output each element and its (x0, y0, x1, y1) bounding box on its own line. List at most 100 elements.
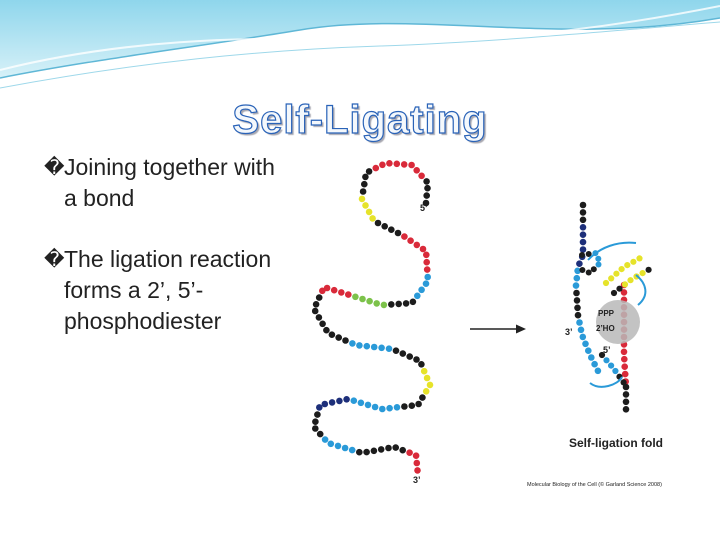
nucleotide-bead (364, 401, 372, 409)
nucleotide-bead (323, 284, 331, 292)
figure-credit: Molecular Biology of the Cell (© Garland… (527, 481, 662, 488)
nucleotide-bead (576, 319, 583, 326)
nucleotide-bead (423, 192, 430, 199)
nucleotide-bead (622, 398, 630, 406)
nucleotide-bead (608, 275, 615, 282)
nucleotide-bead (590, 266, 597, 273)
nucleotide-bead (409, 298, 417, 306)
bullet-item: � Joining together with a bond (44, 152, 294, 214)
nucleotide-bead (419, 245, 427, 253)
nucleotide-bead (401, 403, 408, 410)
nucleotide-bead (363, 342, 371, 350)
nucleotide-bead (419, 394, 426, 401)
nucleotide-bead (381, 223, 388, 230)
nucleotide-bead (394, 229, 402, 237)
label-3prime-right: 3’ (565, 327, 573, 337)
nucleotide-bead (365, 168, 373, 175)
nucleotide-bead (613, 270, 620, 277)
nucleotide-bead (363, 448, 370, 456)
nucleotide-bead (316, 404, 323, 411)
nucleotide-bead (392, 347, 400, 354)
nucleotide-bead (413, 241, 421, 249)
nucleotide-bead (621, 281, 629, 288)
nucleotide-bead (573, 297, 581, 304)
nucleotide-bead (362, 173, 369, 181)
nucleotide-bead (372, 164, 380, 172)
nucleotide-bead (579, 231, 587, 238)
nucleotide-bead (319, 320, 326, 328)
nucleotide-bead (423, 258, 430, 266)
nucleotide-bead (407, 237, 414, 244)
bullet-text: Joining together with a bond (64, 154, 275, 211)
nucleotide-bead (378, 344, 385, 352)
nucleotide-bead (620, 379, 627, 386)
nucleotide-bead (618, 266, 625, 273)
nucleotide-bead (620, 289, 628, 296)
nucleotide-bead (370, 447, 378, 455)
nucleotide-bead (585, 251, 592, 257)
nucleotide-bead (574, 304, 581, 312)
nucleotide-bead (574, 267, 581, 275)
nucleotide-bead (612, 367, 619, 375)
nucleotide-bead (316, 430, 324, 438)
nucleotide-bead (386, 160, 393, 167)
nucleotide-bead (386, 404, 393, 412)
label-5prime-right: 5’ (603, 345, 611, 355)
nucleotide-bead (350, 397, 358, 404)
nucleotide-bead (328, 399, 336, 406)
nucleotide-bead (315, 294, 323, 301)
nucleotide-bead (579, 238, 587, 246)
nucleotide-bead (598, 351, 606, 359)
nucleotide-bead (418, 172, 425, 180)
nucleotide-bead (577, 326, 585, 334)
bullet-text: The ligation reaction forms a 2’, 5’-pho… (64, 246, 272, 334)
nucleotide-bead (414, 467, 421, 474)
nucleotide-bead (624, 262, 631, 269)
header-wave-decoration (0, 0, 720, 89)
ligation-site-highlight (596, 300, 640, 344)
nucleotide-bead (330, 286, 338, 294)
nucleotide-bead (603, 357, 610, 364)
nucleotide-bead (579, 267, 586, 273)
nucleotide-bead (422, 388, 430, 395)
nucleotide-bead (572, 282, 580, 289)
nucleotide-bead (373, 300, 380, 307)
nucleotide-bead (406, 449, 413, 457)
nucleotide-bead (334, 442, 342, 450)
self-ligation-figure: 5’ 3’ 3’ 5’ PPP 2’HO Self-ligation fold … (300, 155, 692, 490)
nucleotide-bead (315, 314, 323, 321)
nucleotide-bead (595, 255, 602, 262)
nucleotide-bead (399, 446, 406, 454)
nucleotide-bead (423, 374, 431, 382)
nucleotide-bead (573, 274, 581, 282)
nucleotide-bead (579, 209, 587, 216)
nucleotide-bead (323, 326, 330, 334)
nucleotide-bead (385, 444, 392, 452)
nucleotide-bead (374, 219, 382, 227)
nucleotide-bead (423, 178, 430, 185)
nucleotide-bead (573, 289, 580, 297)
nucleotide-bead (574, 311, 582, 319)
nucleotide-bead (393, 160, 401, 168)
slide-title: Self-Ligating (232, 97, 488, 142)
nucleotide-bead (321, 436, 329, 443)
nucleotide-bead (311, 307, 319, 315)
nucleotide-bead (393, 404, 401, 411)
nucleotide-bead (402, 300, 410, 307)
label-5prime-left: 5’ (420, 203, 428, 213)
nucleotide-bead (422, 280, 430, 287)
bullet-list: � Joining together with a bond � The lig… (44, 152, 294, 367)
nucleotide-bead (630, 258, 637, 265)
nucleotide-bead (415, 400, 422, 408)
bullet-glyph-icon: � (44, 247, 65, 271)
nucleotide-bead (388, 226, 395, 233)
nucleotide-bead (408, 161, 415, 169)
nucleotide-bead (380, 301, 388, 309)
nucleotide-bead (588, 354, 595, 361)
nucleotide-bead (352, 293, 359, 301)
bullet-glyph-icon: � (44, 155, 65, 179)
nucleotide-bead (422, 199, 430, 207)
nucleotide-bead (426, 381, 434, 389)
nucleotide-bead (395, 300, 402, 308)
nucleotide-bead (585, 269, 592, 276)
